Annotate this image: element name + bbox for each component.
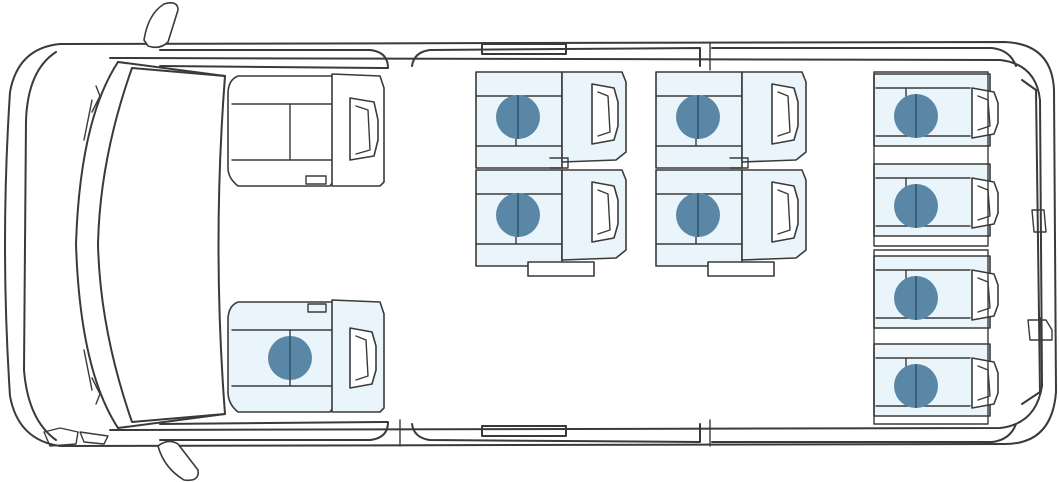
seat-row2-right[interactable] — [475, 169, 627, 277]
seat-row3-right[interactable] — [655, 169, 807, 277]
seat-row4-seat1[interactable] — [873, 73, 999, 147]
rear-bench-frame-upper — [873, 71, 989, 247]
seat-row4-seat4[interactable] — [873, 343, 999, 417]
seats-layer — [227, 71, 999, 425]
seat-row4-seat2[interactable] — [873, 163, 999, 237]
seat-row3-left[interactable] — [655, 71, 807, 169]
rear-bench-frame-lower — [873, 249, 989, 425]
side-mirror-icon — [143, 2, 179, 49]
van-body — [4, 41, 1057, 447]
seat-row4-seat3[interactable] — [873, 255, 999, 329]
seat-front-passenger[interactable] — [227, 299, 385, 413]
seat-driver[interactable] — [227, 73, 385, 187]
seat-row2-left[interactable] — [475, 71, 627, 169]
side-mirror-icon — [157, 440, 200, 482]
